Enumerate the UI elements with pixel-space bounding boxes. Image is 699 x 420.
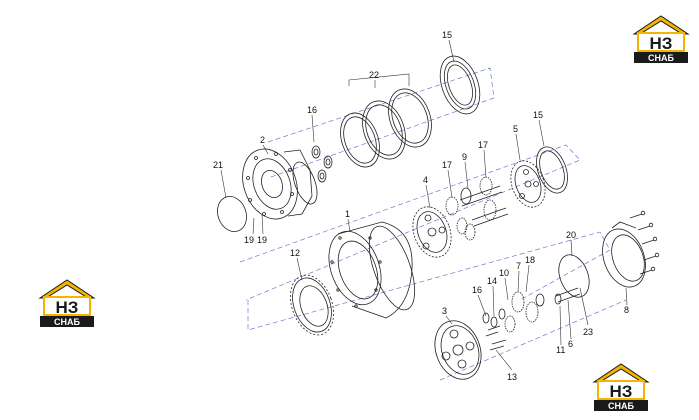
part-3-lower-carrier xyxy=(434,320,482,380)
logo-house-icon: НЗ СНАБ xyxy=(632,15,690,63)
callout-19: 19 xyxy=(257,235,267,245)
callout-4: 4 xyxy=(423,175,428,185)
part-13-pins xyxy=(482,308,507,351)
callout-5: 5 xyxy=(513,124,518,134)
logo-caption: СНАБ xyxy=(648,53,674,63)
logo-house-icon: НЗ СНАБ xyxy=(38,279,96,327)
logo-caption: СНАБ xyxy=(54,317,80,327)
assembly-guide-lines xyxy=(239,67,627,381)
callout-6: 6 xyxy=(568,339,573,349)
callout-9: 9 xyxy=(462,152,467,162)
part-16-bearing-upper xyxy=(311,145,333,183)
callout-17: 17 xyxy=(478,140,488,150)
callout-17: 17 xyxy=(442,160,452,170)
part-22-seal-rings xyxy=(340,88,432,168)
callout-11: 11 xyxy=(556,345,565,355)
part-15-bearing-upper xyxy=(439,55,481,115)
part-6-sun-shaft xyxy=(554,287,581,305)
callout-2: 2 xyxy=(260,135,265,145)
part-2-hub-housing xyxy=(242,148,318,220)
callout-14: 14 xyxy=(487,276,497,286)
callout-21: 21 xyxy=(213,160,223,170)
logo-house-icon: НЗ СНАБ xyxy=(592,363,650,411)
callout-18: 18 xyxy=(525,255,535,265)
logo-mark: НЗ xyxy=(56,298,79,317)
callout-1: 1 xyxy=(345,209,350,219)
callout-labels: 15 22 16 2 21 19 19 1 12 4 17 9 17 5 15 … xyxy=(213,30,629,382)
callout-20: 20 xyxy=(566,230,576,240)
part-21-cover-disc xyxy=(217,196,247,232)
part-5-carrier-gear xyxy=(510,160,546,208)
part-20-thrust-plate xyxy=(558,254,590,298)
brand-logo-top-right: НЗ СНАБ xyxy=(630,12,692,64)
part-8-end-cover xyxy=(602,210,660,288)
part-9-gear-shaft xyxy=(459,185,509,241)
callout-15: 15 xyxy=(442,30,452,40)
part-15-bearing-lower xyxy=(536,146,568,194)
callout-15: 15 xyxy=(533,110,543,120)
part-1-ring-gear-housing xyxy=(328,221,416,319)
logo-mark: НЗ xyxy=(610,382,633,401)
callout-13: 13 xyxy=(507,372,517,382)
logo-mark: НЗ xyxy=(650,34,673,53)
part-12-spline-ring xyxy=(290,274,334,336)
part-18-small-gears xyxy=(504,291,545,333)
callout-16: 16 xyxy=(472,285,482,295)
callout-22: 22 xyxy=(369,70,379,80)
callout-leader-lines xyxy=(220,39,628,371)
callout-19: 19 xyxy=(244,235,254,245)
callout-12: 12 xyxy=(290,248,300,258)
callout-16: 16 xyxy=(307,105,317,115)
callout-3: 3 xyxy=(442,306,447,316)
brand-logo-bottom-right: НЗ СНАБ xyxy=(590,360,652,412)
brand-logo-left: НЗ СНАБ xyxy=(36,276,98,328)
callout-7: 7 xyxy=(516,261,521,271)
callout-23: 23 xyxy=(583,327,593,337)
part-4-planet-carrier xyxy=(412,206,452,258)
callout-10: 10 xyxy=(499,268,509,278)
logo-caption: СНАБ xyxy=(608,401,634,411)
callout-8: 8 xyxy=(624,305,629,315)
